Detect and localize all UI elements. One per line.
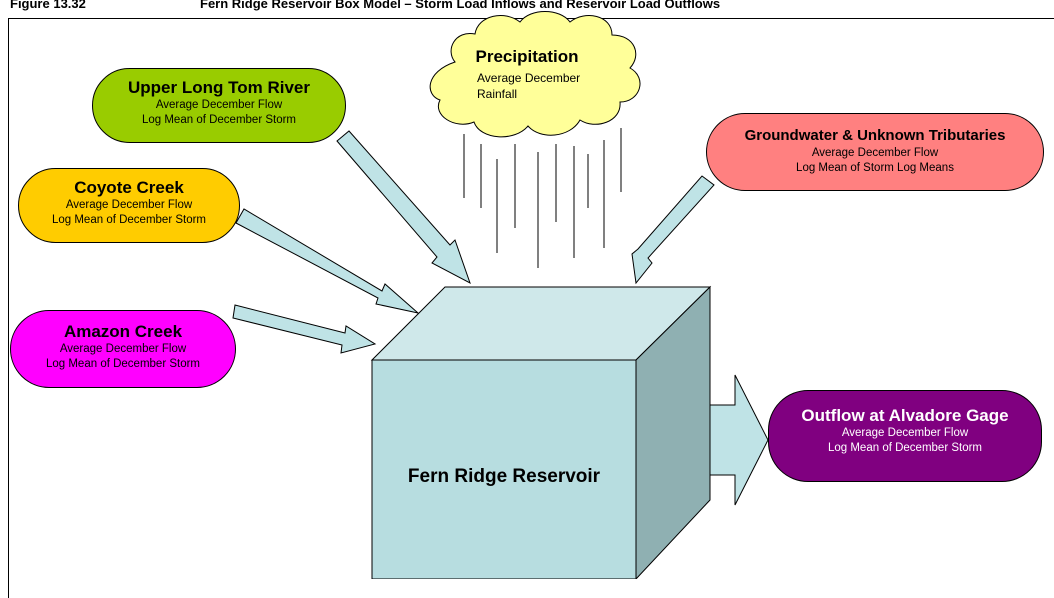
node-upper-long-tom: Upper Long Tom River Average December Fl… — [92, 68, 346, 143]
precipitation-line2: Rainfall — [477, 87, 517, 101]
rain-lines — [463, 128, 622, 268]
node-line2: Log Mean of December Storm — [827, 442, 983, 454]
box-model-diagram: Figure 13.32 Fern Ridge Reservoir Box Mod… — [8, 0, 1054, 598]
node-title: Outflow at Alvadore Gage — [801, 406, 1009, 425]
node-groundwater: Groundwater & Unknown Tributaries Averag… — [706, 113, 1044, 191]
node-title: Upper Long Tom River — [128, 78, 310, 97]
node-line1: Average December Flow — [59, 343, 187, 355]
arrow-upper-long-tom — [336, 130, 471, 285]
node-line1: Average December Flow — [811, 147, 939, 159]
reservoir-label: Fern Ridge Reservoir — [408, 466, 601, 487]
node-title: Amazon Creek — [63, 322, 183, 341]
node-title: Coyote Creek — [74, 178, 184, 197]
diagram-canvas: Fern Ridge Reservoir Precipitation Avera… — [232, 11, 769, 579]
reservoir-box — [370, 285, 712, 579]
figure-caption: Figure 13.32 Fern Ridge Reservoir Box Mod… — [10, 0, 720, 11]
node-title: Groundwater & Unknown Tributaries — [744, 127, 1006, 144]
precipitation-line1: Average December — [477, 71, 580, 85]
node-line2: Log Mean of December Storm — [51, 214, 207, 226]
arrow-groundwater — [631, 175, 715, 285]
node-coyote-creek: Coyote Creek Average December Flow Log M… — [18, 168, 240, 243]
precipitation-cloud — [429, 11, 641, 138]
arrow-coyote — [235, 208, 420, 314]
node-line1: Average December Flow — [155, 99, 283, 111]
reservoir-box-front — [371, 359, 637, 579]
arrow-amazon — [232, 304, 377, 354]
figure-title: Fern Ridge Reservoir Box Model – Storm L… — [200, 0, 721, 11]
node-line1: Average December Flow — [65, 199, 193, 211]
node-line2: Log Mean of December Storm — [141, 114, 297, 126]
node-line2: Log Mean of December Storm — [45, 358, 201, 370]
node-amazon-creek: Amazon Creek Average December Flow Log M… — [10, 310, 236, 388]
figure-number: Figure 13.32 — [10, 0, 86, 11]
node-line2: Log Mean of Storm Log Means — [796, 162, 954, 174]
node-line1: Average December Flow — [841, 427, 969, 439]
node-outflow-alvadore: Outflow at Alvadore Gage Average Decembe… — [768, 390, 1042, 482]
precipitation-title: Precipitation — [476, 47, 579, 66]
